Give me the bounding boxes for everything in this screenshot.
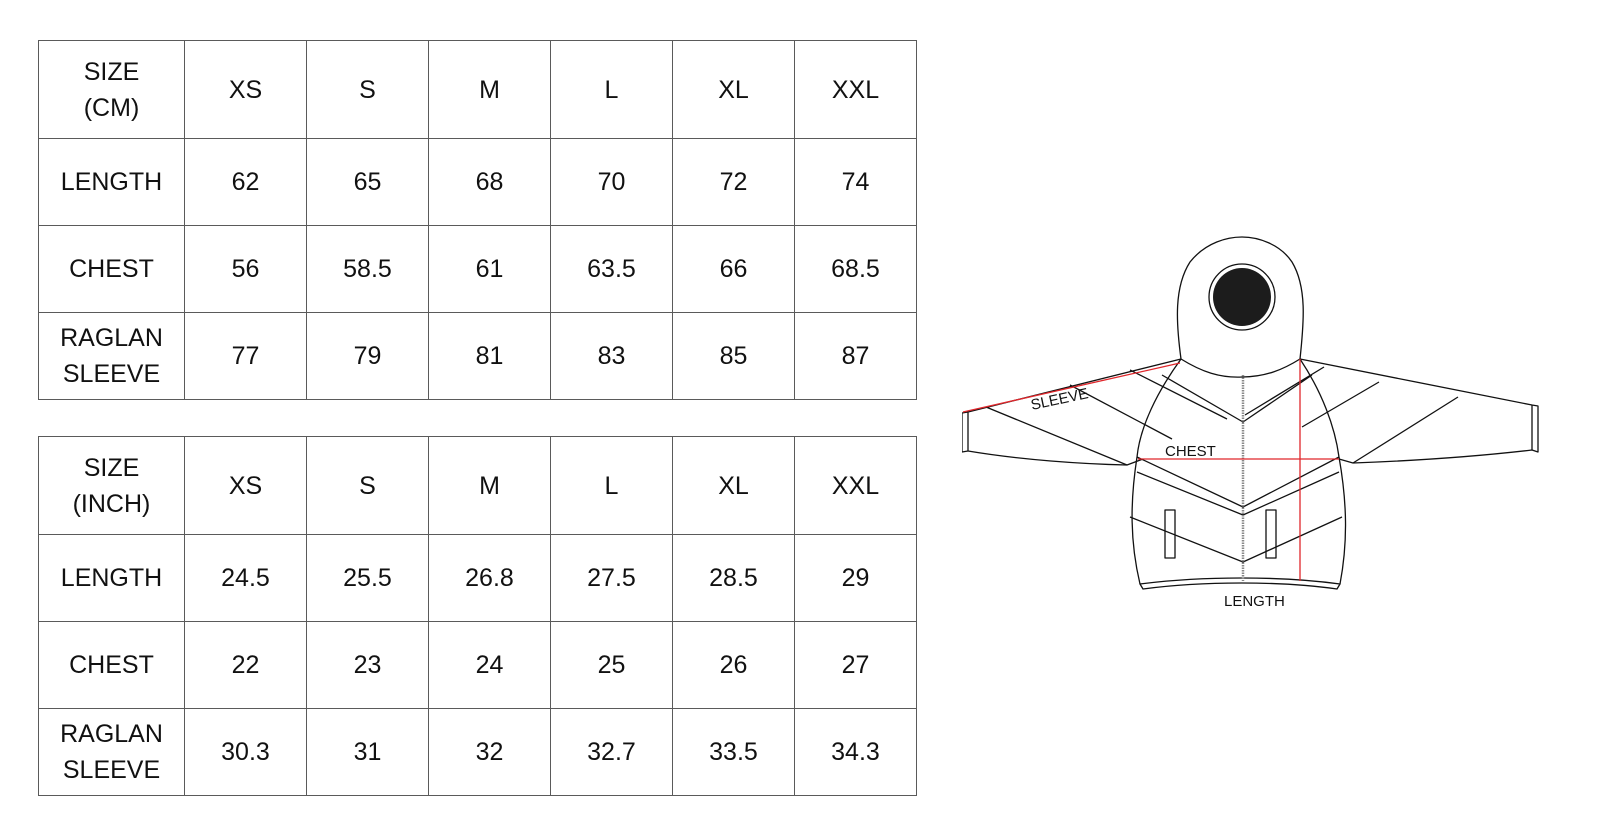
size-xl-header: XL	[672, 40, 795, 139]
table-row-raglan-sleeve: RAGLAN SLEEVE 77 79 81 83 85 87	[38, 312, 917, 400]
cell-value: 34.3	[794, 708, 917, 796]
size-s-header: S	[306, 40, 429, 139]
cell-value: 32.7	[550, 708, 673, 796]
size-unit-header: SIZE (INCH)	[38, 436, 185, 535]
row-label-line-2: SLEEVE	[62, 360, 161, 388]
sleeve-measure-line	[962, 362, 1181, 413]
right-sleeve	[1299, 358, 1539, 464]
chest-label: CHEST	[1165, 443, 1216, 460]
cell-value: 23	[306, 621, 429, 709]
size-m-header: M	[428, 40, 551, 139]
row-label: CHEST	[38, 621, 185, 709]
table-row-length: LENGTH 62 65 68 70 72 74	[38, 138, 917, 226]
cell-value: 26.8	[428, 534, 551, 622]
header-line-2: (INCH)	[72, 489, 151, 518]
table-row-raglan-sleeve: RAGLAN SLEEVE 30.3 31 32 32.7 33.5 34.3	[38, 708, 917, 796]
size-xs-header: XS	[184, 436, 307, 535]
cell-value: 66	[672, 225, 795, 313]
hem	[1139, 577, 1341, 590]
row-label-line-1: RAGLAN	[60, 720, 163, 748]
cell-value: 68	[428, 138, 551, 226]
cell-value: 28.5	[672, 534, 795, 622]
row-label-line-2: SLEEVE	[62, 756, 161, 784]
size-table-cm: SIZE (CM) XS S M L XL XXL LENGTH 62 65 6…	[38, 40, 917, 400]
cell-value: 25.5	[306, 534, 429, 622]
size-unit-header: SIZE (CM)	[38, 40, 185, 139]
cell-value: 79	[306, 312, 429, 400]
cell-value: 33.5	[672, 708, 795, 796]
cell-value: 62	[184, 138, 307, 226]
cell-value: 56	[184, 225, 307, 313]
cell-value: 70	[550, 138, 673, 226]
cell-value: 68.5	[794, 225, 917, 313]
cell-value: 24	[428, 621, 551, 709]
cell-value: 24.5	[184, 534, 307, 622]
row-label: LENGTH	[38, 138, 185, 226]
cell-value: 81	[428, 312, 551, 400]
header-line-2: (CM)	[83, 93, 140, 122]
header-line-1: SIZE	[83, 57, 140, 86]
table-row-length: LENGTH 24.5 25.5 26.8 27.5 28.5 29	[38, 534, 917, 622]
cell-value: 58.5	[306, 225, 429, 313]
length-label: LENGTH	[1224, 593, 1285, 607]
table-row-chest: CHEST 22 23 24 25 26 27	[38, 621, 917, 709]
cell-value: 31	[306, 708, 429, 796]
size-s-header: S	[306, 436, 429, 535]
left-cuff	[962, 411, 969, 453]
cell-value: 87	[794, 312, 917, 400]
hood-outline	[1176, 236, 1304, 360]
header-line-1: SIZE	[83, 453, 140, 482]
left-pocket	[1164, 509, 1176, 559]
row-label: CHEST	[38, 225, 185, 313]
size-table-inch: SIZE (INCH) XS S M L XL XXL LENGTH 24.5 …	[38, 436, 917, 796]
size-xl-header: XL	[672, 436, 795, 535]
cell-value: 29	[794, 534, 917, 622]
left-sleeve	[967, 358, 1182, 466]
jacket-measurement-diagram: SLEEVE CHEST LENGTH	[962, 236, 1539, 607]
hood-rim	[1180, 358, 1301, 378]
size-xxl-header: XXL	[794, 436, 917, 535]
table-row-chest: CHEST 56 58.5 61 63.5 66 68.5	[38, 225, 917, 313]
cell-value: 32	[428, 708, 551, 796]
size-l-header: L	[550, 40, 673, 139]
cell-value: 27.5	[550, 534, 673, 622]
size-m-header: M	[428, 436, 551, 535]
size-l-header: L	[550, 436, 673, 535]
cell-value: 72	[672, 138, 795, 226]
cell-value: 74	[794, 138, 917, 226]
cell-value: 63.5	[550, 225, 673, 313]
cell-value: 83	[550, 312, 673, 400]
table-header-row: SIZE (INCH) XS S M L XL XXL	[38, 436, 917, 535]
cell-value: 25	[550, 621, 673, 709]
size-xs-header: XS	[184, 40, 307, 139]
table-header-row: SIZE (CM) XS S M L XL XXL	[38, 40, 917, 139]
row-label-line-1: RAGLAN	[60, 324, 163, 352]
row-label: LENGTH	[38, 534, 185, 622]
cell-value: 30.3	[184, 708, 307, 796]
row-label: RAGLAN SLEEVE	[38, 708, 185, 796]
right-pocket	[1265, 509, 1277, 559]
hood-opening-rim	[1208, 263, 1276, 331]
cell-value: 65	[306, 138, 429, 226]
size-xxl-header: XXL	[794, 40, 917, 139]
cell-value: 85	[672, 312, 795, 400]
cell-value: 26	[672, 621, 795, 709]
cell-value: 77	[184, 312, 307, 400]
cell-value: 22	[184, 621, 307, 709]
row-label: RAGLAN SLEEVE	[38, 312, 185, 400]
cell-value: 61	[428, 225, 551, 313]
hood-opening	[1213, 268, 1271, 326]
cell-value: 27	[794, 621, 917, 709]
